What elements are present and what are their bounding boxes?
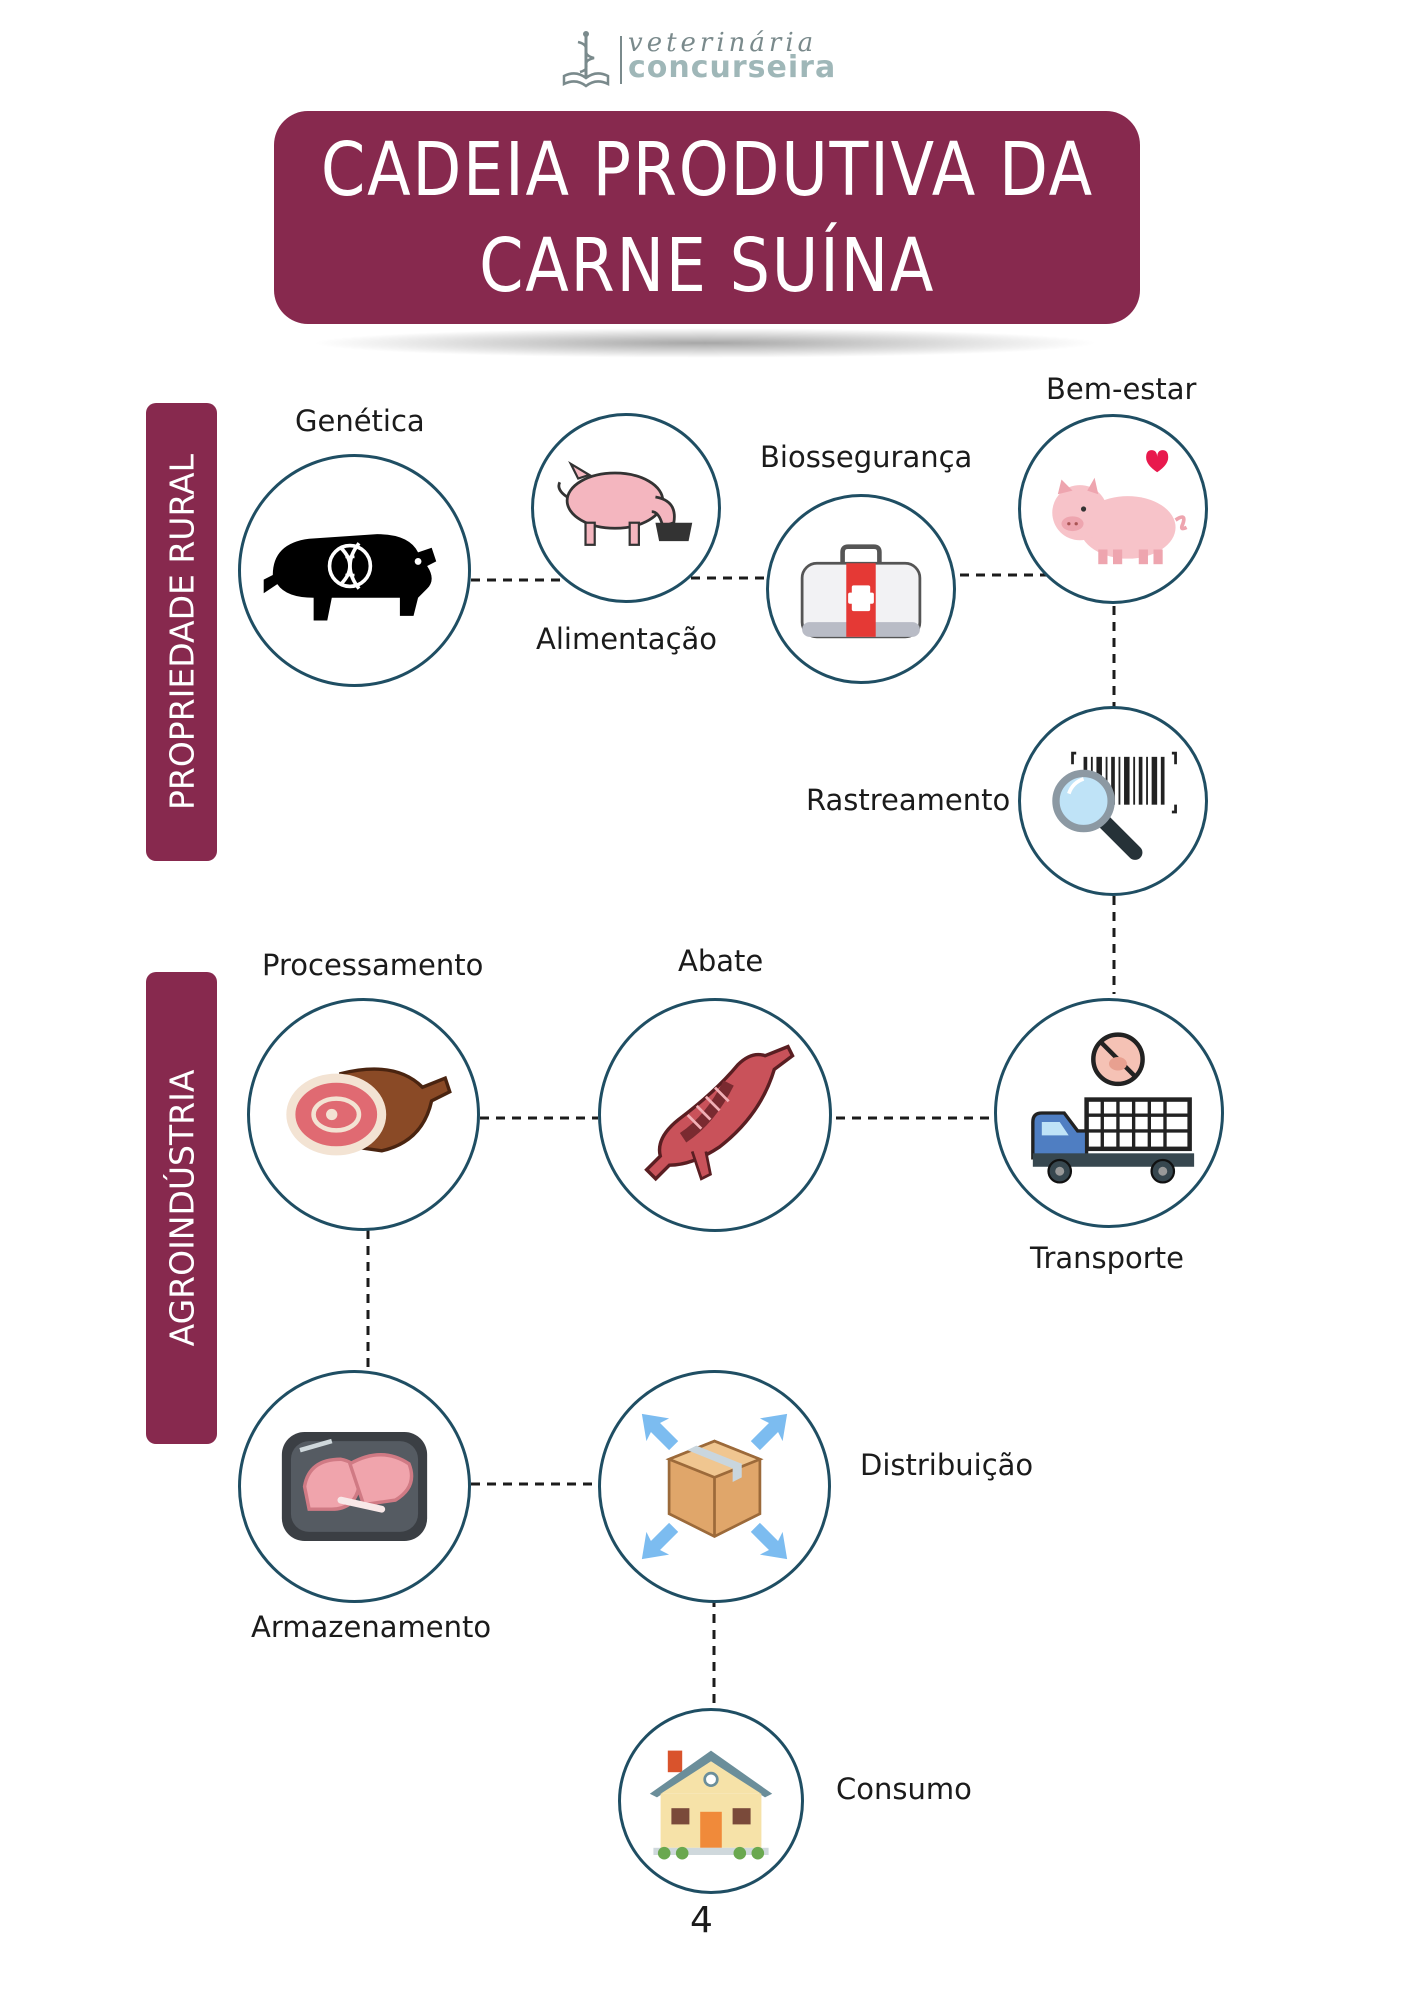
label-abate: Abate (678, 944, 764, 978)
pig-eating-icon (557, 460, 693, 546)
title-shadow (310, 328, 1100, 358)
caduceus-book-icon (562, 31, 610, 88)
brand-top-text: veterinária (628, 28, 818, 58)
label-distribuicao: Distribuição (860, 1448, 1034, 1482)
brand-bottom-text: concurseira (628, 50, 837, 85)
title-line-2: CARNE SUÍNA (478, 222, 936, 309)
node-rastreamento (1018, 706, 1208, 896)
label-processamento: Processamento (262, 948, 484, 982)
title-line-1: CADEIA PRODUTIVA DA (320, 126, 1094, 213)
node-armazenamento (238, 1370, 471, 1603)
label-consumo: Consumo (836, 1772, 972, 1806)
node-processamento (247, 998, 480, 1231)
node-consumo (618, 1708, 804, 1894)
label-rastreamento: Rastreamento (806, 783, 1011, 817)
label-biosseguranca: Biossegurança (760, 440, 973, 474)
node-distribuicao (598, 1370, 831, 1603)
livestock-truck-icon (1031, 1032, 1195, 1184)
page-number: 4 (690, 1900, 713, 1941)
label-alimentacao: Alimentação (536, 622, 718, 656)
title-banner: CADEIA PRODUTIVA DA CARNE SUÍNA (274, 111, 1140, 324)
first-aid-kit-icon (800, 544, 922, 639)
node-biosseguranca (766, 494, 956, 684)
ham-icon (286, 1067, 452, 1156)
label-genetica: Genética (295, 404, 425, 438)
node-genetica (238, 454, 471, 687)
house-icon (649, 1750, 773, 1860)
label-transporte: Transporte (1030, 1241, 1184, 1275)
node-transporte (994, 998, 1224, 1228)
node-alimentacao (531, 413, 721, 603)
pig-carcass-icon (644, 1044, 795, 1182)
label-bem-estar: Bem-estar (1046, 372, 1197, 406)
brand-logo: veterinária concurseira (560, 28, 860, 88)
section-bar-agro: AGROINDÚSTRIA (146, 972, 217, 1444)
barcode-magnifier-icon (1052, 751, 1177, 860)
section-bar-rural: PROPRIEDADE RURAL (146, 403, 217, 861)
packaged-meat-icon (281, 1432, 428, 1541)
logo-divider (620, 36, 622, 84)
happy-pig-icon (1052, 450, 1188, 565)
pig-dna-icon (263, 534, 437, 621)
box-distribution-icon (641, 1413, 788, 1560)
node-abate (598, 998, 832, 1232)
label-armazenamento: Armazenamento (251, 1610, 492, 1644)
node-bem-estar (1018, 414, 1208, 604)
